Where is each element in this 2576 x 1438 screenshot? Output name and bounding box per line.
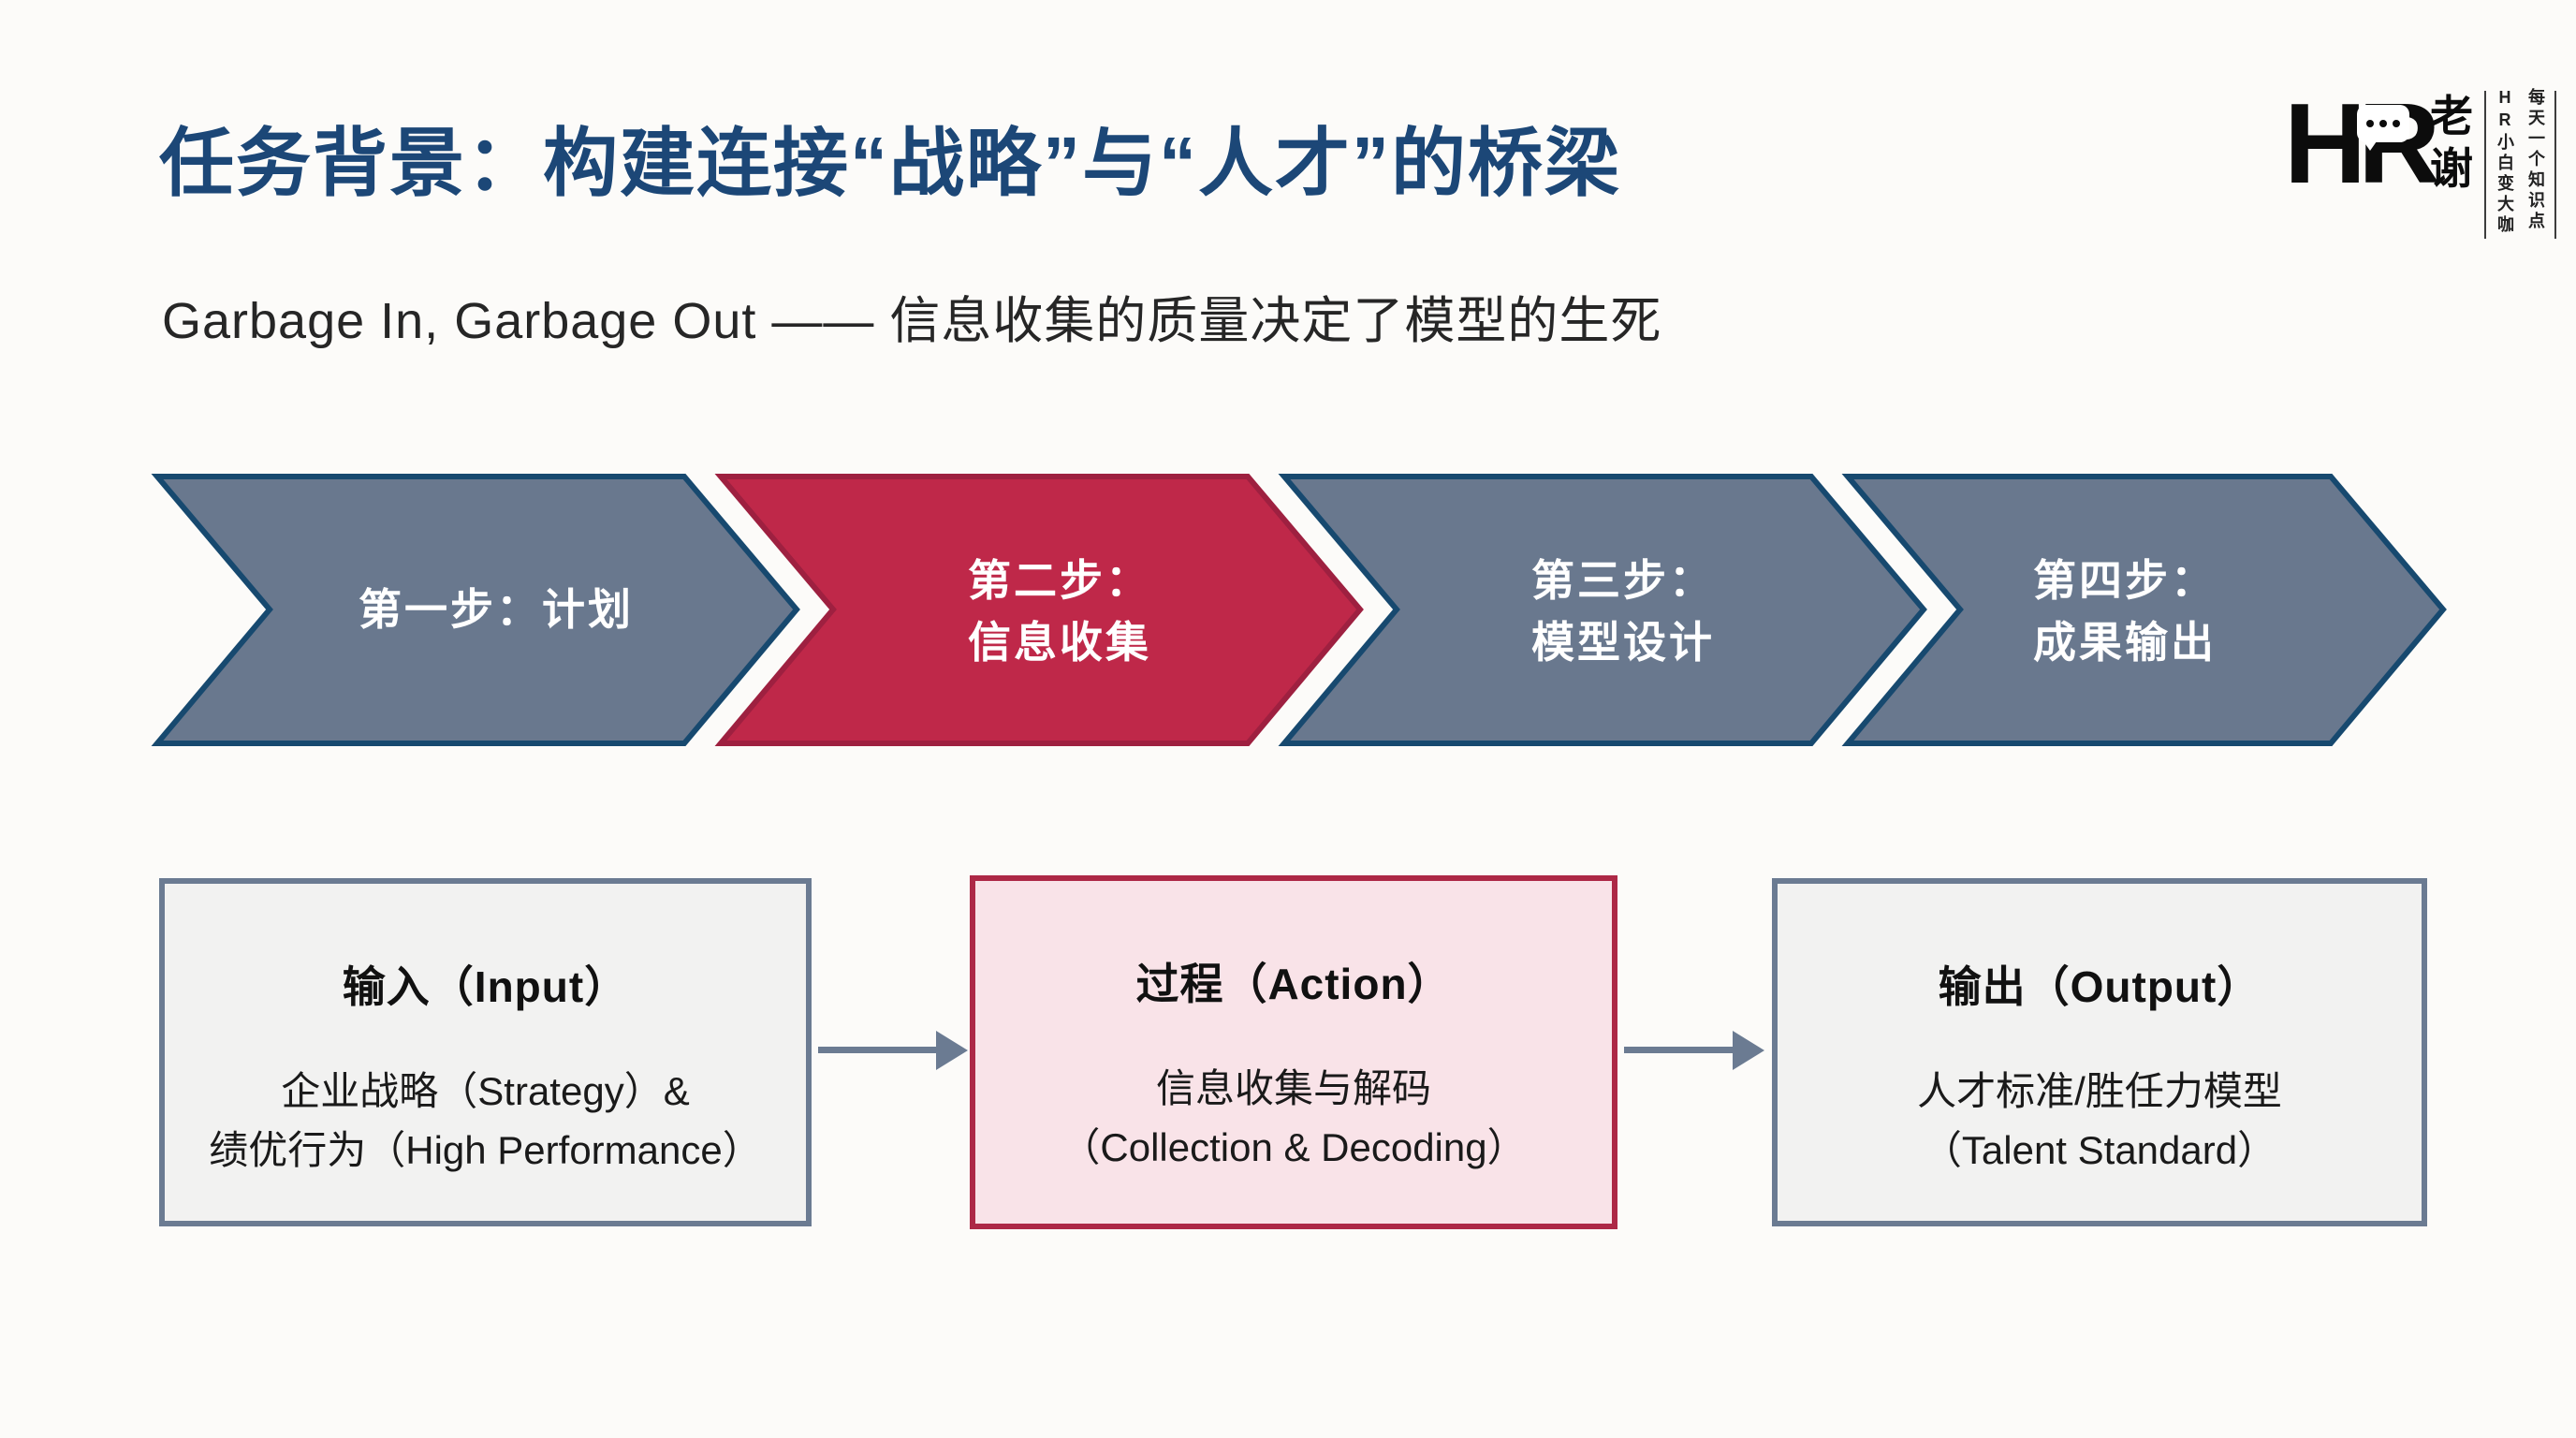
tagline-line-2: HR小白变大咖 [2496,88,2514,236]
output-box-line2: （Talent Standard） [1922,1128,2277,1172]
action-box-body: 信息收集与解码 （Collection & Decoding） [975,1059,1612,1177]
step-2-label: 第二步： 信息收集 [835,473,1284,824]
brand-logo-text: HR [2284,80,2440,207]
step-3-label-line1: 第三步： [1531,556,1715,605]
process-steps-shapes [151,474,2447,746]
brand-name-char-2: 谢 [2430,144,2473,193]
tagline-divider [2554,91,2556,239]
step-4-chevron [1841,474,2447,746]
input-box: 输入（Input） 企业战略（Strategy）& 绩优行为（High Perf… [159,878,812,1226]
step-1-label: 第一步：计划 [359,585,634,634]
input-box-body: 企业战略（Strategy）& 绩优行为（High Performance） [165,1062,806,1180]
page-subtitle: Garbage In, Garbage Out —— 信息收集的质量决定了模型的… [162,293,1662,349]
bubble-dot [2393,120,2400,127]
action-box-title: 过程（Action） [1135,960,1452,1008]
flow-arrow-1-head-icon [936,1031,968,1070]
output-box-line1: 人才标准/胜任力模型 [1917,1069,2282,1113]
output-box: 输出（Output） 人才标准/胜任力模型 （Talent Standard） [1772,878,2427,1226]
input-box-title: 输入（Input） [342,962,629,1011]
tagline-line-1: 每天一个知识点 [2526,88,2545,232]
input-box-line1: 企业战略（Strategy）& [281,1069,690,1113]
action-box-line2: （Collection & Decoding） [1061,1125,1527,1169]
step-1-chevron [151,474,800,746]
bubble-dot [2379,120,2387,127]
brand-logo-name: 老 谢 [2426,90,2477,195]
brand-logo: HR 老 谢 HR小白变大咖 每天一个知识点 [2284,86,2565,259]
action-box-line1: 信息收集与解码 [1155,1066,1431,1110]
brand-name-char-1: 老 [2430,92,2473,140]
input-box-line2: 绩优行为（High Performance） [209,1128,762,1172]
step-4-label-line1: 第四步： [2033,556,2217,605]
step-2-label-line1: 第二步： [968,556,1151,605]
action-box: 过程（Action） 信息收集与解码 （Collection & Decodin… [970,875,1617,1229]
process-steps-band: 第一步：计划 第二步： 信息收集 第三步： 模型设计 第四步： 成果输出 [150,473,2452,747]
flow-arrow-1 [818,1047,938,1053]
step-3-chevron [1278,474,1927,746]
tagline-divider [2484,91,2486,239]
step-2-label-line2: 信息收集 [968,618,1151,667]
brand-tagline: HR小白变大咖 每天一个知识点 [2484,88,2556,242]
step-2-chevron [714,474,1364,746]
page-title: 任务背景：构建连接“战略”与“人才”的桥梁 [159,122,1621,205]
bubble-dot [2366,120,2374,127]
step-4-label-line2: 成果输出 [2033,618,2217,667]
speech-bubble-icon [2357,105,2409,151]
flow-arrow-2 [1624,1047,1734,1053]
output-box-body: 人才标准/胜任力模型 （Talent Standard） [1778,1062,2422,1180]
step-4-label: 第四步： 成果输出 [1910,473,2340,824]
output-box-title: 输出（Output） [1938,962,2261,1011]
step-3-label-line2: 模型设计 [1531,618,1715,667]
flow-arrow-2-head-icon [1733,1031,1764,1070]
step-3-label: 第三步： 模型设计 [1398,473,1848,824]
